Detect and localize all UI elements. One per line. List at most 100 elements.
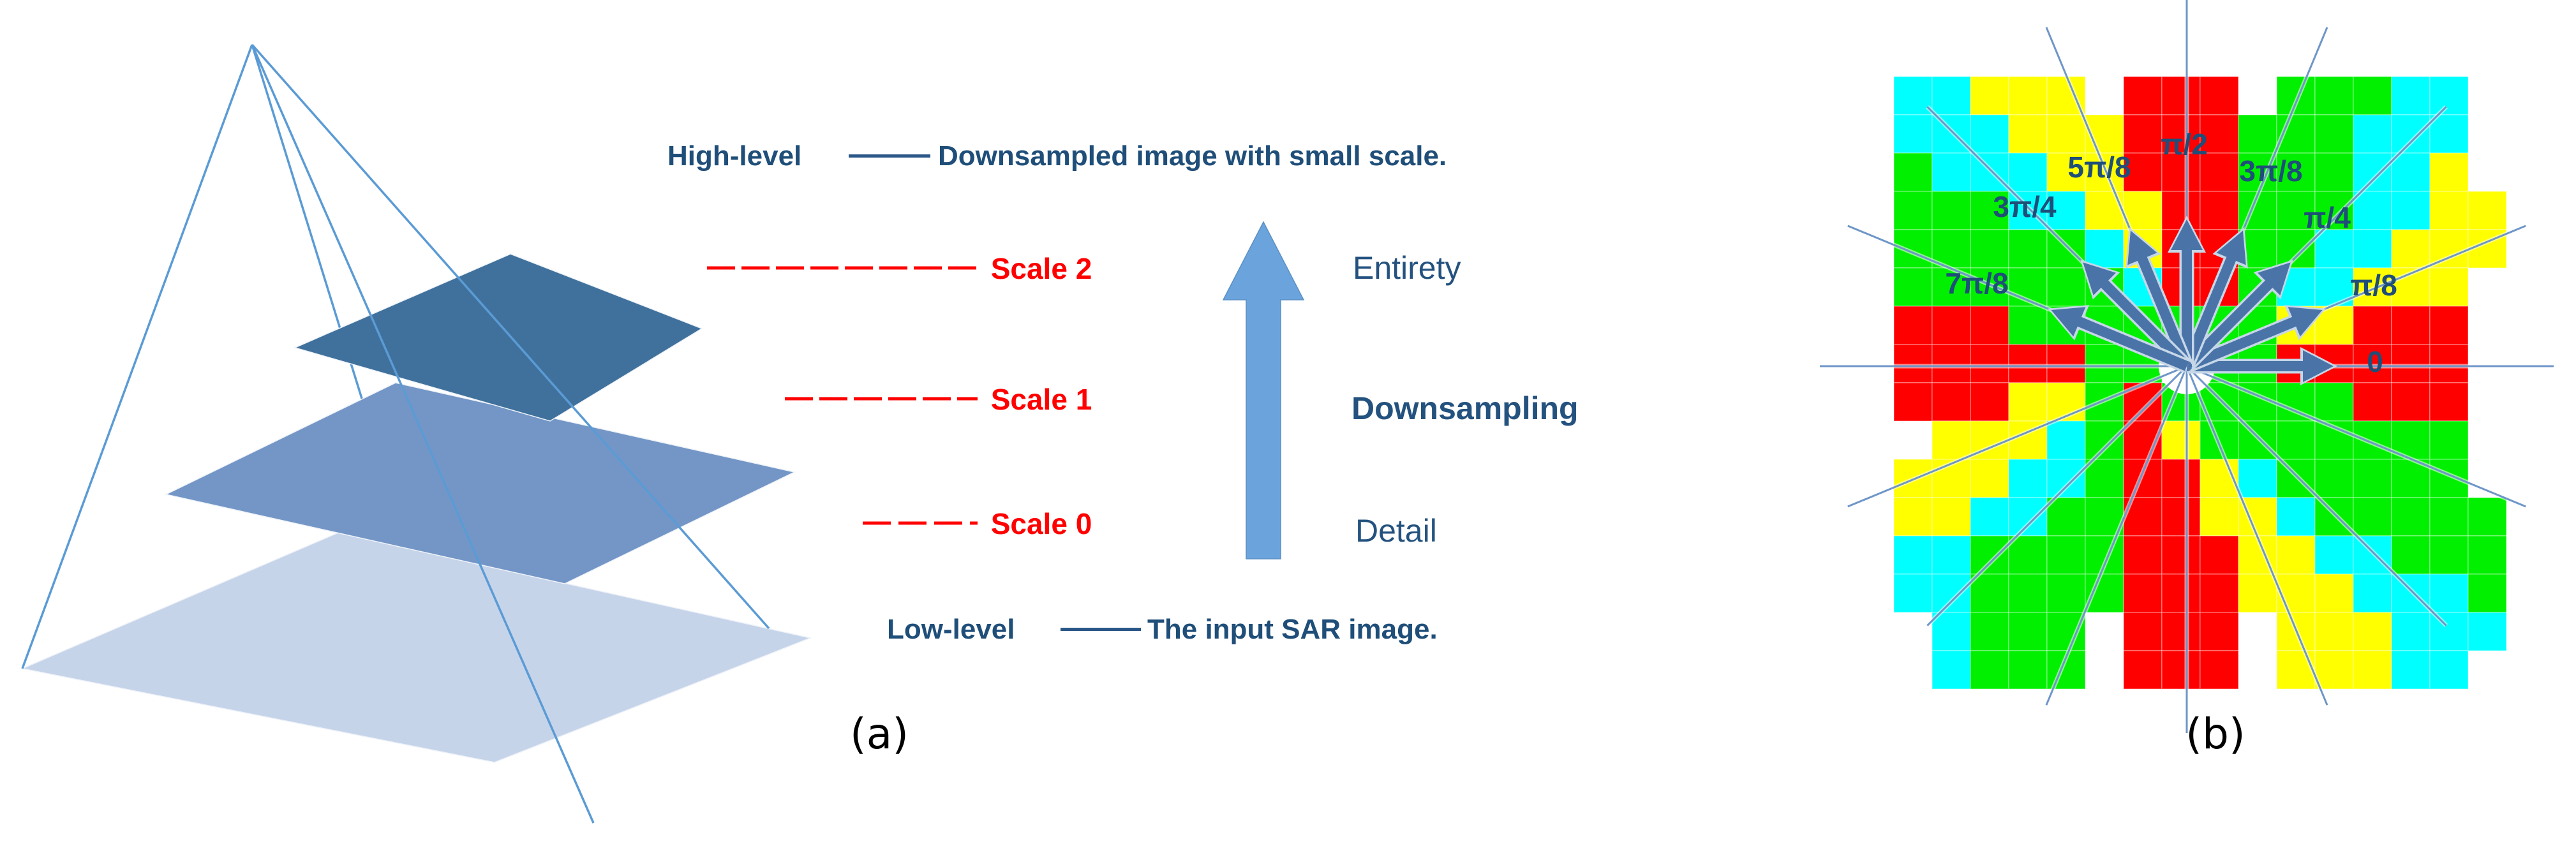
grid-cell [1970, 535, 2009, 575]
grid-cell [2314, 76, 2354, 115]
pyramid-left-edge [21, 44, 253, 669]
grid-cell [1970, 229, 2009, 269]
grid-cell [2123, 76, 2163, 115]
downsampling-arrow-icon [1222, 221, 1305, 559]
grid-cell [2161, 650, 2201, 690]
grid-cell [2008, 650, 2048, 690]
grid-cell [2429, 267, 2469, 307]
angle-label-1: π/8 [2350, 269, 2397, 302]
arrow-head [2083, 262, 2116, 295]
grid-cell [2391, 574, 2431, 613]
scale-1-label: Scale 1 [990, 383, 1092, 416]
grid-cell [1893, 191, 1933, 230]
grid-cell [1893, 574, 1933, 613]
grid-cell [2391, 612, 2431, 651]
grid-cell [2314, 535, 2354, 575]
grid-cell [2008, 535, 2048, 575]
grid-cell [2161, 574, 2201, 613]
scale-0-label: Scale 0 [990, 507, 1092, 540]
grid-cell [2161, 114, 2201, 154]
grid-cell [2008, 114, 2048, 154]
grid-cell [2353, 152, 2392, 192]
grid-cell [1932, 152, 1971, 192]
grid-cell [1893, 535, 1933, 575]
grid-cell [2429, 76, 2469, 115]
grid-cell [2123, 612, 2163, 651]
grid-cell [1932, 306, 1971, 345]
grid-cell [2046, 229, 2086, 269]
grid-cell [1970, 574, 2009, 613]
grid-cell [2429, 382, 2469, 422]
grid-cell [2238, 459, 2277, 498]
grid-cell [2046, 191, 2086, 230]
arrow-shaft [2182, 253, 2238, 369]
grid-cell [1970, 497, 2009, 537]
grid-cell [2008, 152, 2048, 192]
grid-cell [2161, 420, 2201, 460]
grid-cell [2085, 229, 2124, 269]
grid-cell [2353, 191, 2392, 230]
grid-cell [2468, 574, 2507, 613]
grid-cell [2123, 535, 2163, 575]
grid-cell [1970, 650, 2009, 690]
high-level-connector-line [849, 154, 930, 158]
arrow-shaft [2098, 278, 2191, 370]
high-level-description: Downsampled image with small scale. [938, 140, 1447, 172]
grid-cell [2468, 535, 2507, 575]
grid-cell [1893, 114, 1933, 154]
grid-cell [2314, 459, 2354, 498]
grid-cell [2391, 114, 2431, 154]
grid-cell [2314, 152, 2354, 192]
grid-cell [2123, 114, 2163, 154]
grid-cell [2468, 612, 2507, 651]
grid-cell [1970, 306, 2009, 345]
grid-cell [2353, 382, 2392, 422]
entirety-label: Entirety [1353, 250, 1461, 286]
grid-cell [1932, 497, 1971, 537]
grid-cell [1970, 152, 2009, 192]
grid-cell [2161, 76, 2201, 115]
grid-cell [2391, 535, 2431, 575]
grid-cell [2161, 459, 2201, 498]
orientation-arrows [2047, 216, 2337, 385]
grid-cell [1970, 459, 2009, 498]
grid-cell [2353, 497, 2392, 537]
grid-cell [2314, 497, 2354, 537]
grid-cell [2429, 497, 2469, 537]
grid-cell [2391, 344, 2431, 383]
grid-cell [2008, 497, 2048, 537]
grid-cell [2123, 650, 2163, 690]
grid-cell [2046, 574, 2086, 613]
grid-cell [1893, 497, 1933, 537]
grid-cell [2276, 535, 2316, 575]
grid-cell [2085, 420, 2124, 460]
grid-cell [2391, 650, 2431, 690]
grid-cell [2314, 650, 2354, 690]
grid-cell [1893, 306, 1933, 345]
angle-label-4: π/2 [2161, 128, 2208, 161]
grid-cell [2123, 152, 2163, 192]
grid-cell [2391, 229, 2431, 269]
grid-cell [2046, 612, 2086, 651]
grid-cell [1970, 344, 2009, 383]
orientation-map-graphic [1820, 0, 2554, 733]
arrow-shaft [2184, 315, 2300, 371]
grid-cell [2161, 497, 2201, 537]
angle-label-3: 3π/8 [2239, 154, 2303, 188]
grid-cell [1932, 420, 1971, 460]
grid-cell [2353, 306, 2392, 345]
grid-cell [2353, 535, 2392, 575]
grid-cell [2314, 114, 2354, 154]
angle-label-6: 3π/4 [1993, 190, 2057, 223]
grid-cell [2468, 191, 2507, 230]
arrow-shaft [2074, 315, 2189, 371]
high-level-label: High-level [667, 140, 802, 172]
grid-cell [2314, 229, 2354, 269]
pyramid-layer-scale2 [293, 253, 703, 422]
grid-cell [1893, 76, 1933, 115]
grid-cell [2046, 535, 2086, 575]
caption-panel-a: (a) [850, 709, 909, 759]
grid-cell [1932, 382, 1971, 422]
grid-cell [2314, 191, 2354, 230]
grid-cell [2353, 76, 2392, 115]
